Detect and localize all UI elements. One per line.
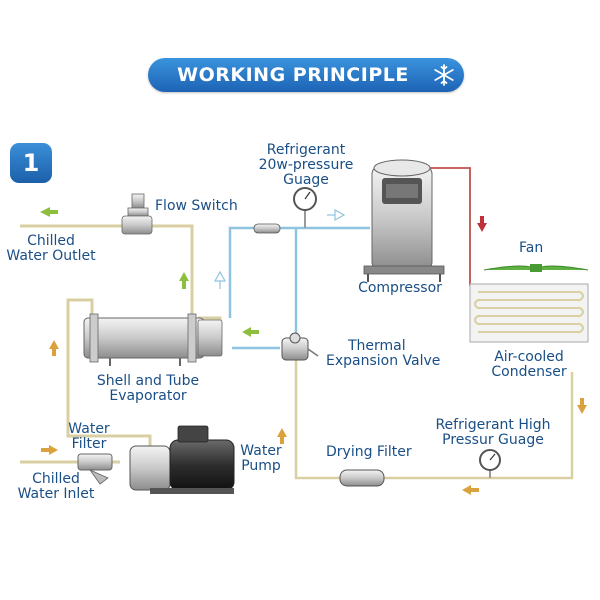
flow-arrow [577, 398, 587, 414]
high-pressure-gauge-label: Refrigerant High Pressur Guage [435, 417, 551, 448]
fan-label: Fan [519, 240, 544, 256]
header-banner: WORKING PRINCIPLE [148, 58, 464, 92]
flow-arrow [40, 207, 58, 217]
thermal-expansion-valve-unit [281, 332, 319, 361]
flow-arrow [41, 445, 58, 455]
snowflake-icon [434, 64, 454, 86]
compressor-unit [363, 159, 445, 282]
flow-arrow [477, 216, 487, 232]
refrigerant-liquid-pipes [294, 360, 574, 480]
flow-arrow [462, 485, 479, 495]
flow-arrow [277, 428, 287, 444]
low-pressure-gauge-label: Refrigerant 20w-pressure Guage [258, 142, 354, 188]
flow-switch-label: Flow Switch [155, 198, 238, 214]
water-pump-unit [129, 425, 235, 494]
drying-filter-label: Drying Filter [326, 444, 412, 460]
drying-filter-unit [339, 469, 385, 487]
step-number-badge: 1 [10, 143, 52, 183]
flow-arrow [327, 208, 346, 222]
thermal-expansion-valve-label: Thermal Expansion Valve [326, 338, 441, 369]
shell-tube-evaporator-label: Shell and Tube Evaporator [96, 373, 200, 404]
chilled-water-outlet-label: Chilled Water Outlet [6, 233, 96, 264]
shell-tube-evaporator-unit [83, 313, 223, 366]
high-pressure-gauge [479, 449, 501, 478]
flow-arrow [49, 340, 59, 356]
page-title: WORKING PRINCIPLE [177, 64, 409, 86]
sight-glass [253, 223, 281, 234]
flow-switch [121, 193, 153, 235]
compressor-label: Compressor [358, 280, 442, 296]
flow-arrow [242, 327, 259, 337]
low-pressure-gauge [293, 187, 317, 228]
water-filter-label: Water Filter [68, 421, 110, 452]
water-filter-unit [77, 453, 113, 485]
air-cooled-condenser-unit [469, 264, 589, 343]
flow-arrow [179, 272, 189, 289]
water-pump-label: Water Pump [240, 443, 282, 474]
chilled-water-inlet-label: Chilled Water Inlet [17, 471, 95, 502]
flow-arrow [213, 270, 227, 289]
air-cooled-condenser-label: Air-cooled Condenser [491, 349, 567, 380]
